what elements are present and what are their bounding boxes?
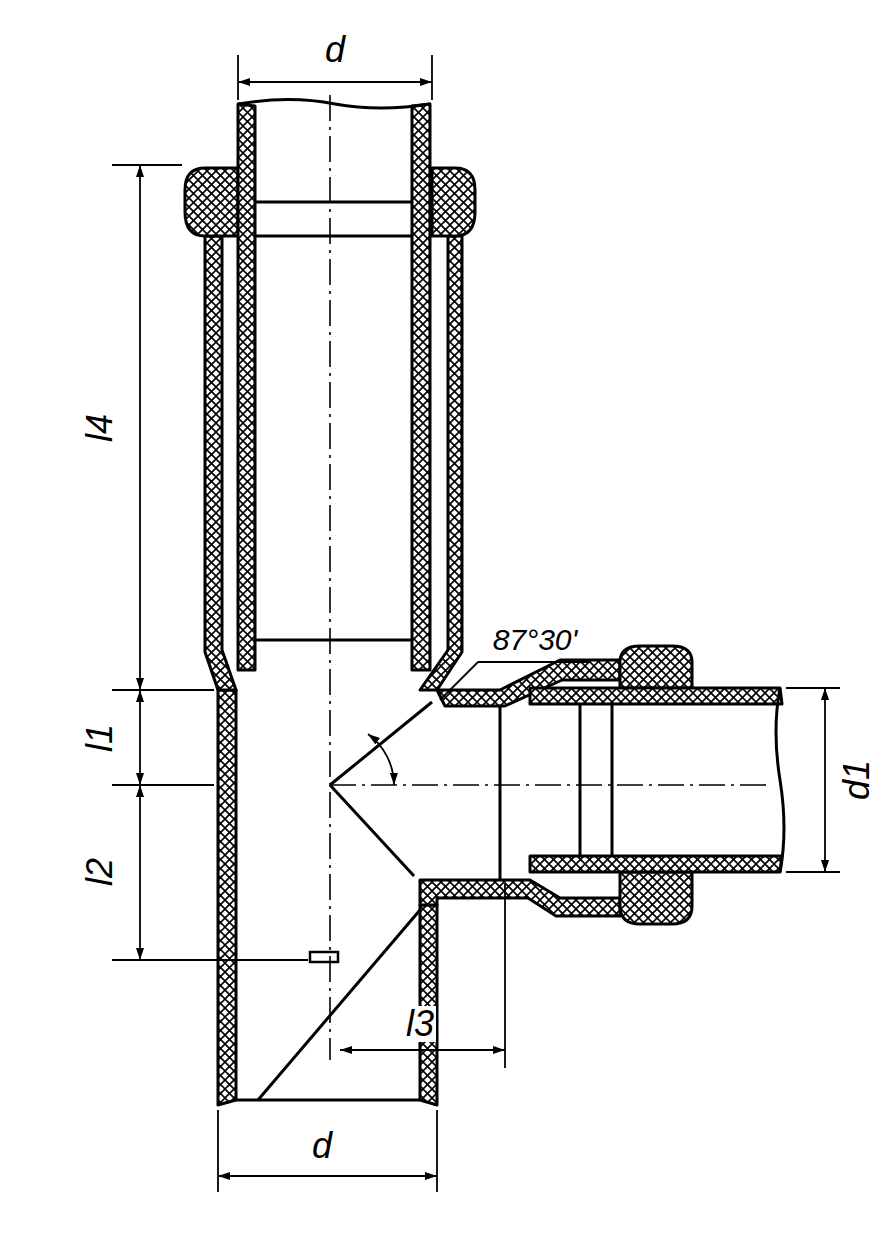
outline-lines-part (579, 704, 582, 856)
outline-lines-part (258, 910, 420, 1100)
center-lines (330, 95, 770, 1060)
dimension-lines-part (112, 784, 214, 786)
dimension-lines-part (112, 689, 214, 691)
dimension-lines-part (112, 959, 308, 961)
outline-lines (236, 100, 784, 1101)
dimension-lines-part (436, 1110, 438, 1192)
outline-lines-part (255, 201, 412, 204)
pipe-walls-part (412, 104, 430, 670)
pipe-walls-part (205, 236, 236, 690)
dimension-lines-part (440, 662, 478, 700)
outline-lines-part (236, 1099, 420, 1102)
outline-lines-part (310, 952, 338, 962)
outline-lines-part (611, 704, 614, 856)
dimension-label: d (310, 1128, 334, 1164)
center-lines-part (329, 95, 331, 1060)
outline-lines-part (255, 235, 412, 238)
pipe-walls-part (620, 872, 692, 924)
outline-lines-part (330, 702, 432, 785)
dimension-label: d1 (839, 758, 875, 802)
dimension-lines-part (238, 81, 432, 83)
pipe-walls (185, 104, 782, 1105)
pipe-walls-part (420, 880, 620, 916)
pipe-walls-part (530, 856, 782, 872)
dimension-label: l1 (82, 722, 118, 754)
dimension-lines-part (217, 1110, 219, 1192)
dimension-lines-part (139, 690, 141, 785)
dimension-lines-part (368, 734, 394, 785)
dimension-lines-part (340, 1049, 505, 1051)
dimension-label: l4 (82, 412, 118, 444)
dimension-lines-part (112, 164, 182, 166)
dimension-lines-part (218, 1175, 437, 1177)
outline-lines-part (330, 785, 414, 876)
pipe-walls-part (238, 104, 255, 670)
dimension-label: 87°30' (491, 625, 579, 655)
dimension-label: d (323, 32, 347, 68)
dimension-lines-part (237, 55, 239, 100)
outline-lines-part (499, 706, 502, 880)
pipe-walls-part (530, 688, 782, 704)
dimension-lines-part (504, 884, 506, 1068)
pipe-walls-part (218, 690, 236, 1105)
pipe-walls-part (620, 646, 692, 688)
dimension-lines (112, 55, 840, 1192)
dimension-lines-part (431, 55, 433, 100)
pipe-walls-part (432, 168, 475, 236)
dimension-lines-part (824, 688, 826, 872)
pipe-walls-part (420, 905, 437, 1105)
dimension-label: l3 (404, 1006, 436, 1042)
dimension-lines-part (139, 165, 141, 690)
pipe-walls-part (185, 168, 238, 236)
dimension-lines-part (478, 661, 590, 663)
dimension-lines-part (786, 687, 840, 689)
outline-lines-part (776, 688, 784, 872)
center-lines-part (330, 784, 770, 786)
dimension-label: l2 (82, 856, 118, 888)
outline-lines-part (255, 639, 412, 642)
dimension-lines-part (786, 871, 840, 873)
outline-lines-part (238, 100, 430, 109)
dimension-lines-part (139, 785, 141, 960)
